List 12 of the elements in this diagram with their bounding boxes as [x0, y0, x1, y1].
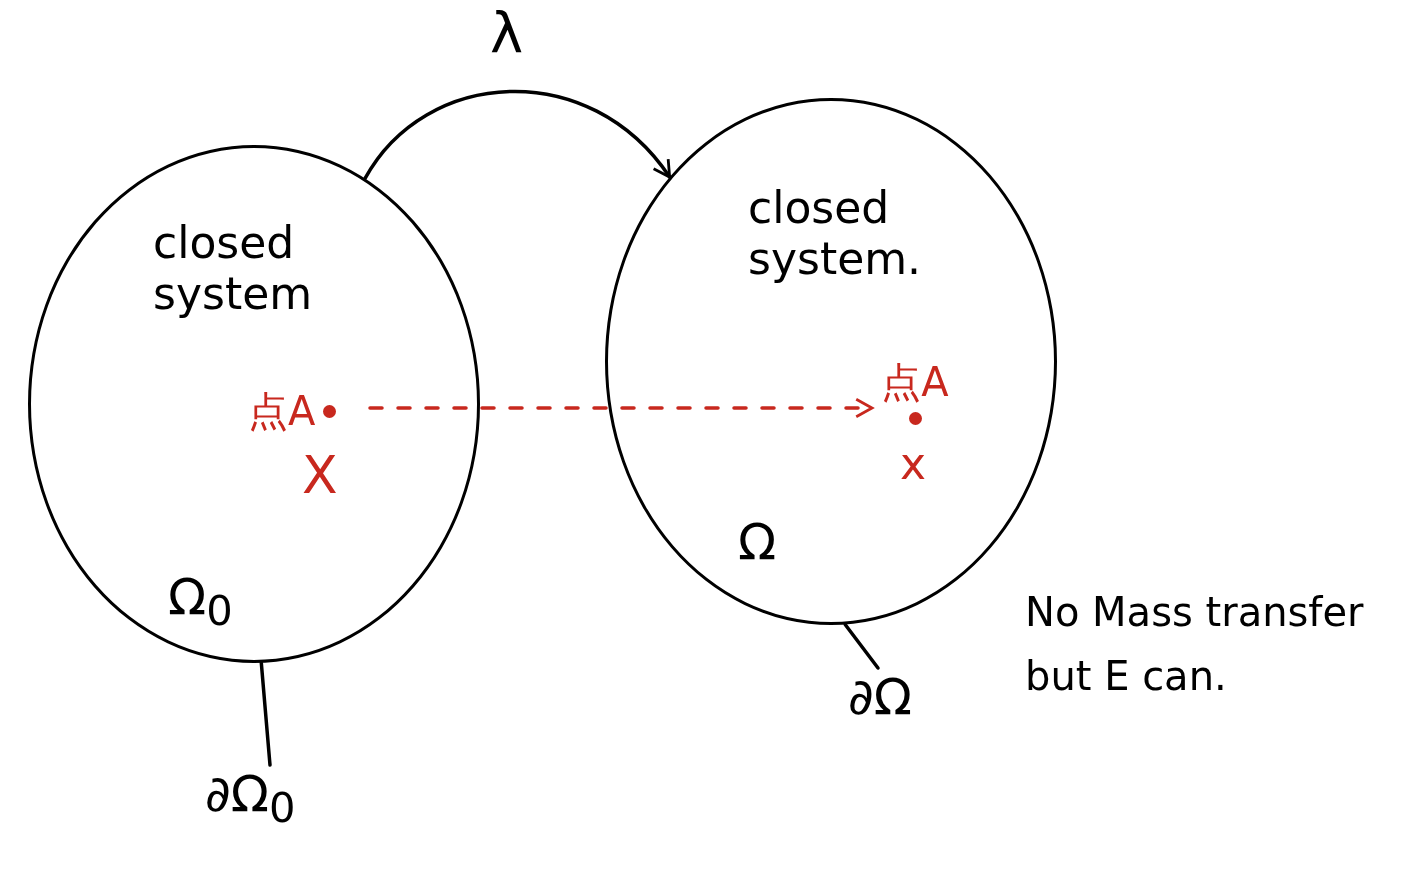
- boundary-label: ∂Ω$_{0}$: [205, 765, 296, 823]
- boundary-label: ∂Ω: [848, 668, 913, 726]
- region-symbol: Ω$_{0}$: [168, 568, 233, 635]
- region-label: closed system: [153, 218, 314, 320]
- region-ellipse: [28, 145, 480, 663]
- point-label: 点A: [248, 386, 316, 436]
- point-label: 点A: [881, 358, 949, 407]
- note-text: No Mass transfer but E can.: [1025, 588, 1365, 701]
- point-symbol: x: [900, 438, 927, 489]
- region-label: closed system.: [748, 183, 923, 285]
- point-symbol: X: [302, 445, 338, 505]
- region-symbol: Ω: [738, 513, 777, 571]
